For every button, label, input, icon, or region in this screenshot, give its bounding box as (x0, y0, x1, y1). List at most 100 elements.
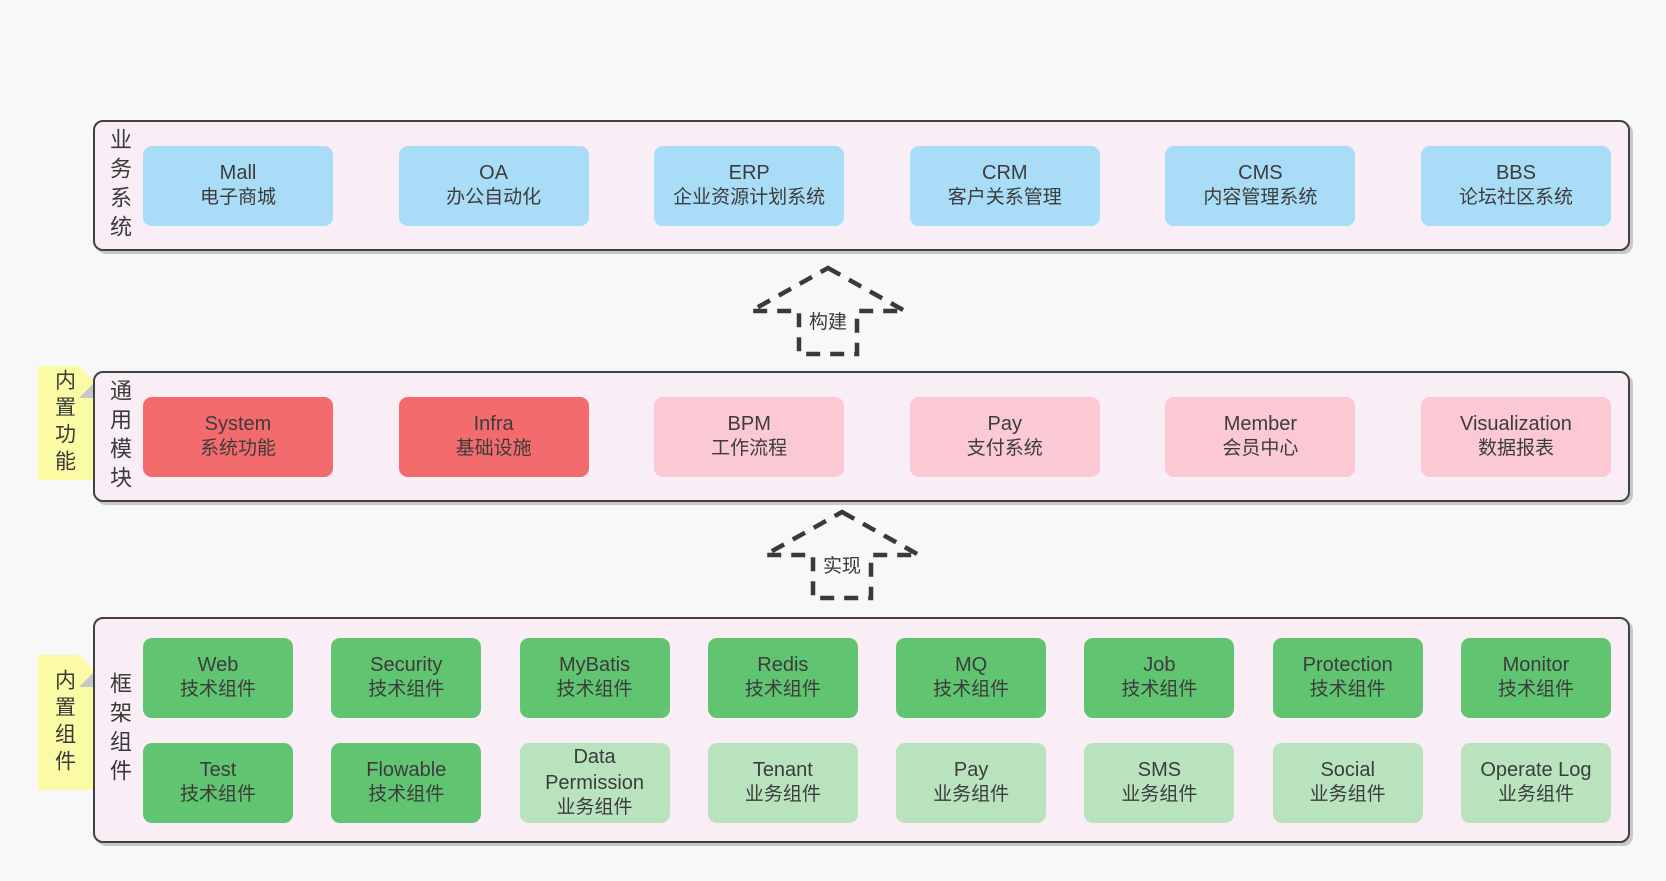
module-subtitle: 技术组件 (179, 784, 256, 806)
module-box-operate-log: Operate Log 业务组件 (1460, 742, 1611, 823)
module-name: ERP (728, 161, 770, 184)
module-subtitle: 工作流程 (711, 438, 788, 460)
module-subtitle: 业务组件 (1497, 784, 1574, 806)
module-box-tenant: Tenant 业务组件 (707, 742, 858, 823)
module-subtitle: 业务组件 (1309, 784, 1386, 806)
band-label-text: 框架组件 (107, 672, 132, 788)
band-label: 框架组件 (95, 619, 143, 841)
band-label: 业务系统 (95, 122, 143, 249)
module-name: Data Permission (545, 746, 645, 794)
module-subtitle: 电子商城 (199, 187, 276, 209)
sticky-note-label: 内置组件 (52, 668, 76, 777)
module-subtitle: 技术组件 (368, 679, 445, 701)
module-name: MyBatis (559, 653, 631, 676)
module-subtitle: 系统功能 (199, 438, 276, 460)
module-name: CMS (1238, 161, 1283, 184)
module-box-test: Test 技术组件 (143, 742, 293, 823)
module-name: CRM (982, 161, 1028, 184)
up-block-arrow-icon (743, 265, 913, 357)
module-name: Pay (953, 758, 989, 781)
module-subtitle: 技术组件 (556, 679, 633, 701)
module-subtitle: 技术组件 (1121, 679, 1198, 701)
module-box-pay: Pay 业务组件 (896, 742, 1047, 823)
module-box-redis: Redis 技术组件 (707, 637, 858, 718)
module-subtitle: 技术组件 (933, 679, 1010, 701)
module-subtitle: 基础设施 (455, 438, 532, 460)
module-box-infra: Infra 基础设施 (398, 396, 589, 477)
module-subtitle: 支付系统 (966, 438, 1043, 460)
module-name: Flowable (366, 758, 447, 781)
sticky-fold-corner (79, 655, 95, 687)
module-subtitle: 技术组件 (368, 784, 445, 806)
module-subtitle: 客户关系管理 (947, 187, 1062, 209)
module-subtitle: 数据报表 (1477, 438, 1554, 460)
module-box-bbs: BBS 论坛社区系统 (1420, 145, 1611, 226)
module-box-crm: CRM 客户关系管理 (909, 145, 1100, 226)
module-subtitle: 业务组件 (933, 784, 1010, 806)
up-block-arrow-icon (757, 509, 927, 601)
module-name: Mall (219, 161, 257, 184)
module-name: Visualization (1460, 412, 1572, 435)
arrow-implement: 实现 (757, 507, 927, 603)
band-label-text: 业务系统 (107, 127, 132, 244)
module-name: Redis (757, 653, 809, 676)
module-name: BBS (1495, 161, 1536, 184)
module-name: MQ (955, 653, 988, 676)
module-box-mq: MQ 技术组件 (896, 637, 1047, 718)
module-name: Monitor (1502, 653, 1570, 676)
module-box-flowable: Flowable 技术组件 (331, 742, 482, 823)
module-box-pay: Pay 支付系统 (909, 396, 1100, 477)
module-name: Social (1320, 758, 1375, 781)
module-subtitle: 论坛社区系统 (1458, 187, 1573, 209)
module-name: SMS (1137, 758, 1182, 781)
module-box-bpm: BPM 工作流程 (654, 396, 845, 477)
module-box-mall: Mall 电子商城 (143, 145, 333, 226)
module-name: Tenant (752, 758, 813, 781)
module-name: Security (370, 653, 443, 676)
module-box-monitor: Monitor 技术组件 (1460, 637, 1611, 718)
module-subtitle: 技术组件 (1309, 679, 1386, 701)
module-subtitle: 技术组件 (744, 679, 821, 701)
module-name: Member (1223, 412, 1298, 435)
module-subtitle: 企业资源计划系统 (673, 187, 826, 209)
band-label: 通用模块 (95, 373, 143, 500)
module-subtitle: 业务组件 (556, 796, 633, 818)
module-box-sms: SMS 业务组件 (1084, 742, 1235, 823)
module-name: Operate Log (1480, 758, 1592, 781)
module-box-security: Security 技术组件 (331, 637, 482, 718)
sticky-note-built-in-functions: 内置功能 (38, 366, 95, 480)
module-name: System (204, 412, 272, 435)
band-common-modules: 通用模块 System 系统功能 Infra 基础设施 BPM 工作流程 Pay 支付系统 Me… (93, 371, 1630, 502)
module-name: Infra (473, 412, 514, 435)
module-name: Pay (987, 412, 1023, 435)
module-box-protection: Protection 技术组件 (1272, 637, 1423, 718)
module-name: Protection (1302, 653, 1393, 676)
module-subtitle: 技术组件 (1497, 679, 1574, 701)
module-box-system: System 系统功能 (143, 396, 333, 477)
module-subtitle: 业务组件 (744, 784, 821, 806)
arrow-label: 实现 (818, 551, 866, 578)
module-box-mybatis: MyBatis 技术组件 (519, 637, 670, 718)
module-box-visualization: Visualization 数据报表 (1420, 396, 1611, 477)
sticky-note-built-in-components: 内置组件 (38, 655, 95, 790)
module-name: BPM (727, 412, 771, 435)
arrow-build: 构建 (743, 263, 913, 359)
module-name: OA (479, 161, 509, 184)
module-name: Web (197, 653, 239, 676)
module-subtitle: 业务组件 (1121, 784, 1198, 806)
module-name: Test (199, 758, 237, 781)
sticky-fold-corner (79, 366, 95, 398)
